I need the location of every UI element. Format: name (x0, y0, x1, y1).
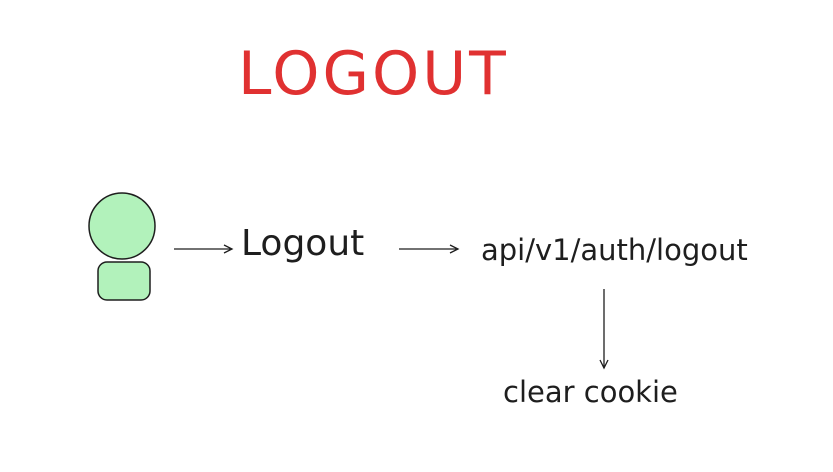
arrow-user-to-logout (174, 244, 234, 254)
arrow-logout-to-endpoint (399, 244, 460, 254)
page-title: LOGOUT (238, 39, 509, 109)
arrow-endpoint-to-clear-cookie (599, 289, 609, 370)
endpoint-label: api/v1/auth/logout (481, 233, 748, 267)
user-body (97, 261, 151, 301)
user-icon (88, 192, 156, 301)
logout-step-label: Logout (241, 223, 365, 264)
user-head (88, 192, 156, 260)
clear-cookie-label: clear cookie (503, 375, 678, 409)
